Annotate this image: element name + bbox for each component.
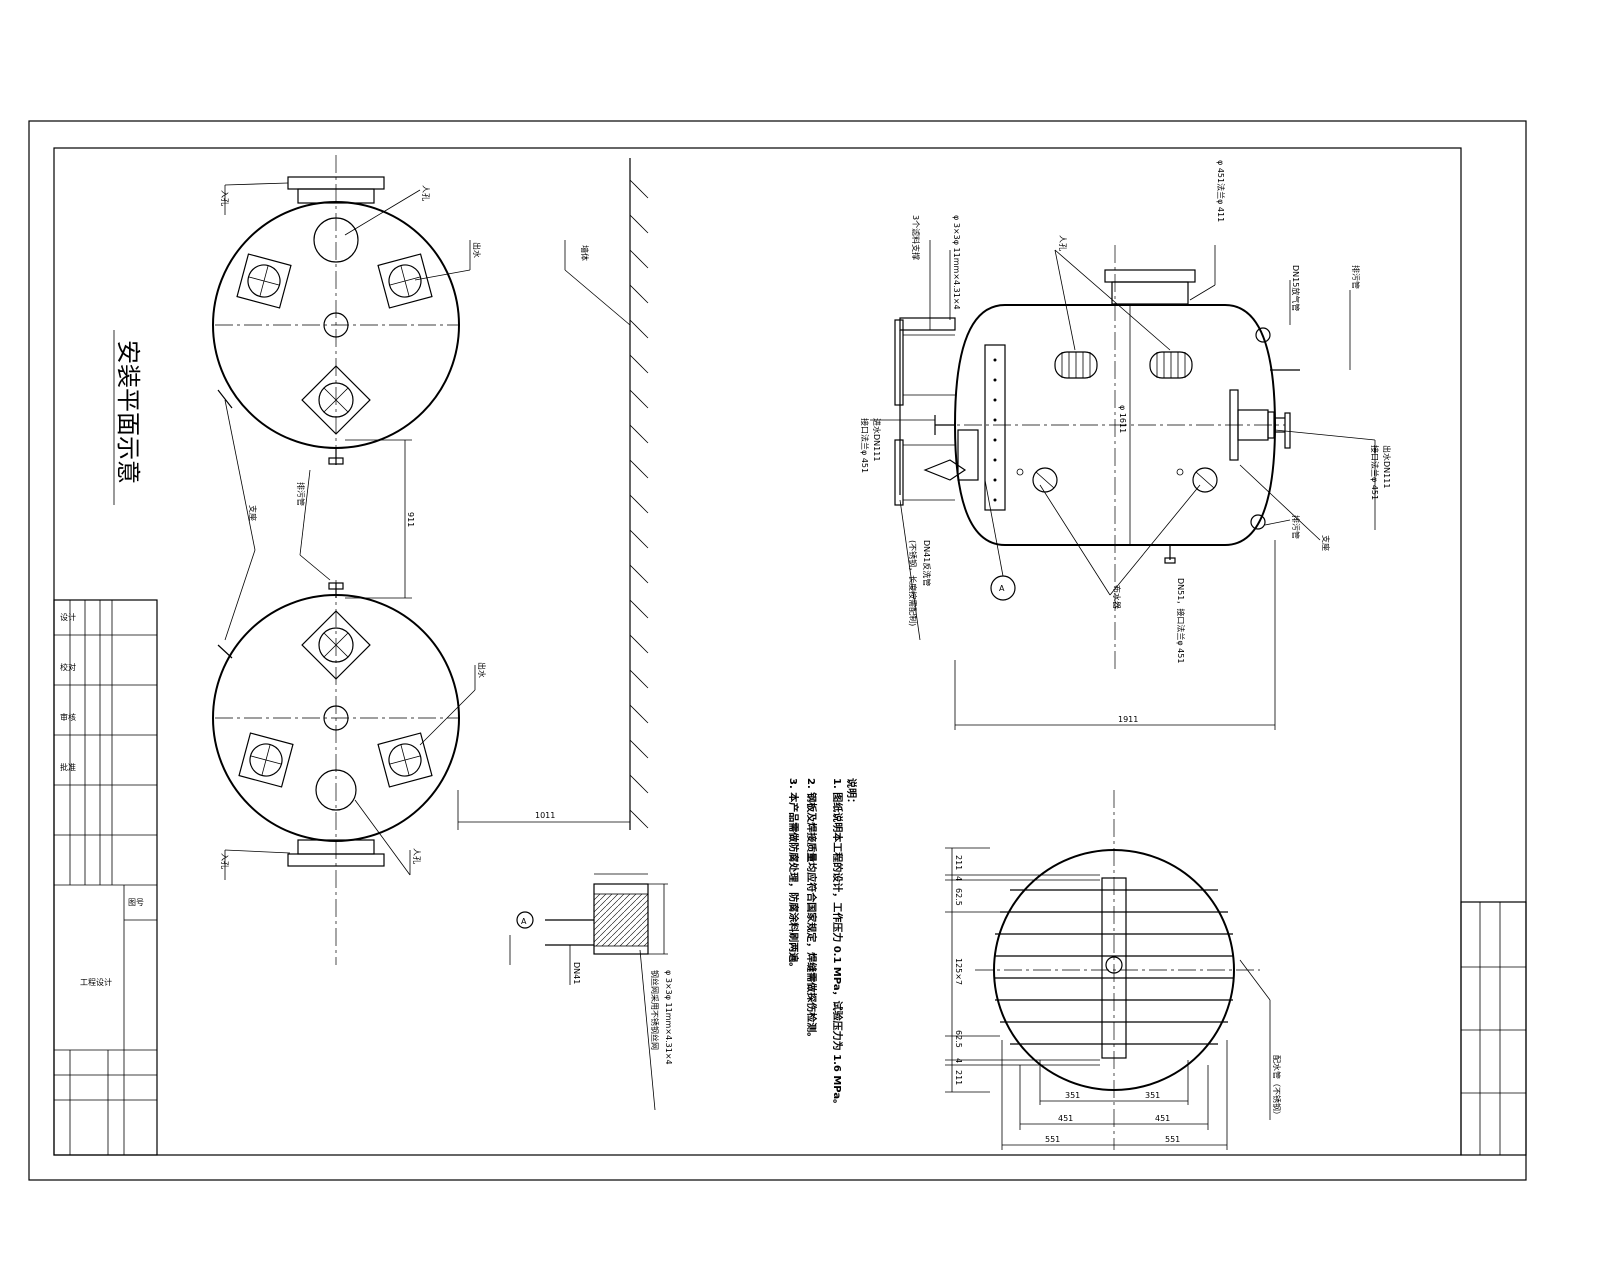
- label-dn41: DN41: [572, 962, 581, 984]
- dim-1257: 125×7: [954, 958, 963, 985]
- detail-a-filter: A DN41 φ 3×3φ 11mm×4.31×4 钢丝网采用不锈钢丝网: [509, 873, 673, 1111]
- label-outlet-flange: 接口法兰φ 451: [1370, 445, 1380, 500]
- detail-a-callout: A: [999, 584, 1005, 593]
- inner-frame: [53, 147, 1462, 1156]
- tb-company: 工程设计: [80, 977, 112, 987]
- label-filter-note: φ 3×3φ 11mm×4.31×4: [664, 970, 673, 1065]
- vessel-elevation: [870, 240, 1376, 730]
- dim-351-left: 351: [1065, 1091, 1080, 1100]
- label-bottom-dn: DN51，接口法兰φ 451: [1176, 578, 1186, 663]
- dim-625-bottom: 62.5: [954, 1030, 963, 1048]
- title-block-right: [1460, 901, 1527, 1156]
- dim-551-right: 551: [1165, 1135, 1180, 1144]
- tb-row-3: 审核: [60, 712, 76, 722]
- label-outlet-dn: 出水DN111: [1382, 445, 1392, 488]
- tb-row-2: 校对: [60, 662, 76, 672]
- drawing-title: 安装平面示意: [114, 340, 142, 484]
- tb-row-4: 批准: [60, 762, 76, 772]
- upper-vessel-plan: [212, 155, 471, 465]
- outer-frame: [28, 120, 1527, 1181]
- notes-block: 说明： 1. 图纸说明本工程的设计，工作压力 0.1 MPa，试验压力为 1.6…: [787, 778, 858, 1109]
- label-inner: 布水器: [1112, 585, 1122, 609]
- dim-vessel-gap: 911: [406, 512, 415, 527]
- dim-211-bottom: 211: [954, 1070, 963, 1085]
- note-2: 2. 钢板及焊接质量均应符合国家规定，焊缝需做探伤检测。: [805, 778, 818, 1042]
- label-drain-elev: 排污管: [1291, 515, 1301, 539]
- label-inlet-bottom: 入孔: [220, 853, 229, 869]
- label-inlet-top: 入孔: [220, 190, 229, 206]
- label-outlet-top: 出水: [472, 242, 482, 258]
- label-manhole-top: 人孔: [421, 185, 430, 201]
- tb-row-1: 设计: [60, 612, 76, 622]
- dim-551-left: 551: [1045, 1135, 1060, 1144]
- dim-wall: 1011: [535, 811, 555, 820]
- note-3: 3. 本产品需做防腐处理，防腐涂料刷两遍。: [787, 778, 800, 972]
- note-1: 1. 图纸说明本工程的设计，工作压力 0.1 MPa，试验压力为 1.6 MPa…: [831, 778, 844, 1109]
- label-left-top: 3个滤料支撑: [911, 215, 921, 260]
- label-right-pipe: 排污管: [1351, 265, 1361, 289]
- label-support-pipe: φ 3×3φ 11mm×4.31×4: [952, 215, 961, 310]
- notes-header: 说明：: [845, 778, 858, 808]
- dim-351-right: 351: [1145, 1091, 1160, 1100]
- dim-4-top: 4: [954, 876, 963, 881]
- label-right-vent: DN15放气管: [1291, 265, 1301, 311]
- detail-a-marker: A: [521, 917, 527, 926]
- lower-vessel-plan: [212, 580, 476, 965]
- label-support-elev: 支座: [1321, 535, 1331, 551]
- label-distributor: 配水管（不锈钢）: [1272, 1055, 1282, 1119]
- label-outlet-bottom: 出水: [477, 662, 487, 678]
- dim-4-bottom: 4: [954, 1058, 963, 1063]
- label-support: 支座: [248, 505, 258, 521]
- distributor-section: [945, 790, 1271, 1150]
- label-wall: 墙体: [580, 245, 590, 261]
- label-dn41-pipe: DN41反洗管: [922, 540, 932, 586]
- dim-211-top: 211: [954, 855, 963, 870]
- dim-length: 1911: [1118, 715, 1138, 724]
- title-block-left: 设计 校对 审核 批准 工程设计 图号: [53, 599, 158, 1156]
- dim-451-left: 451: [1058, 1114, 1073, 1123]
- tb-sheet: 图号: [128, 898, 144, 907]
- label-inlet-dn: 进水DN111: [872, 418, 882, 461]
- dim-625-top: 62.5: [954, 888, 963, 906]
- label-manhole-bottom: 人孔: [412, 848, 421, 864]
- label-dn41-note: (不锈钢，长度按需配制): [908, 540, 918, 626]
- label-manhole-elev: 人孔: [1058, 235, 1067, 251]
- dim-451-right: 451: [1155, 1114, 1170, 1123]
- label-drain-pipe: 排污管: [296, 482, 306, 506]
- label-diameter: φ 1611: [1118, 405, 1127, 433]
- label-filter-note2: 钢丝网采用不锈钢丝网: [650, 970, 660, 1050]
- label-inlet-flange: 接口法兰φ 451: [860, 418, 870, 473]
- wall-hatch: [564, 158, 649, 830]
- label-top-flange: φ 451法兰φ 411: [1216, 160, 1226, 222]
